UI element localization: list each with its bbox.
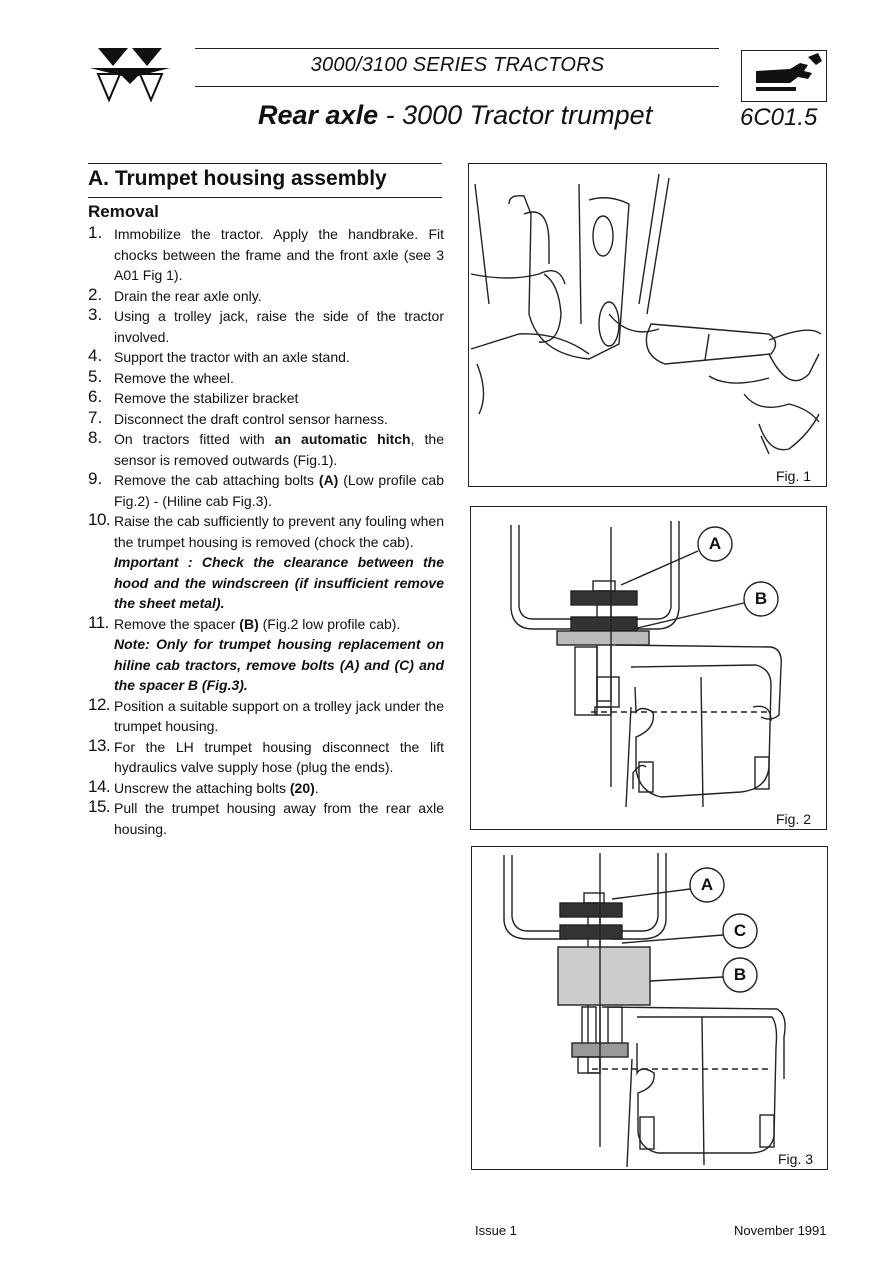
- figure-3-label: Fig. 3: [775, 1151, 817, 1167]
- step-10: 10.Raise the cab sufficiently to prevent…: [88, 510, 444, 550]
- important-note: Important : Check the clearance between …: [114, 554, 444, 611]
- step-9: 9.Remove the cab attaching bolts (A) (Lo…: [88, 469, 444, 509]
- figure-1: Fig. 1: [468, 163, 827, 487]
- hiline-note: Note: Only for trumpet housing replaceme…: [114, 636, 444, 693]
- step-5: 5.Remove the wheel.: [88, 366, 234, 386]
- step-11: 11.Remove the spacer (B) (Fig.2 low prof…: [88, 612, 401, 632]
- step-14: 14.Unscrew the attaching bolts (20).: [88, 776, 319, 796]
- callout-b: B: [733, 965, 747, 984]
- step-12: 12.Position a suitable support on a trol…: [88, 694, 444, 735]
- step-6: 6.Remove the stabilizer bracket: [88, 387, 299, 406]
- wrench-hand-icon: [741, 50, 827, 102]
- step-4: 4.Support the tractor with an axle stand…: [88, 346, 350, 365]
- step-7: 7.Disconnect the draft control sensor ha…: [88, 407, 388, 427]
- footer-date: November 1991: [734, 1223, 827, 1238]
- page-title-rest: - 3000 Tractor trumpet: [378, 100, 653, 130]
- step-15: 15.Pull the trumpet housing away from th…: [88, 797, 444, 837]
- step-3: 3.Using a trolley jack, raise the side o…: [88, 305, 444, 345]
- callout-a: A: [708, 534, 722, 553]
- step-8: 8.On tractors fitted with an automatic h…: [88, 428, 444, 468]
- section-title: A. Trumpet housing assembly: [88, 167, 387, 190]
- step-1: 1.Immobilize the tractor. Apply the hand…: [88, 223, 444, 283]
- section-subtitle: Removal: [88, 202, 159, 221]
- footer-issue: Issue 1: [475, 1223, 517, 1238]
- figure-2: A B Fig. 2: [470, 506, 827, 830]
- figure-2-label: Fig. 2: [773, 811, 815, 827]
- figure-3: A C B Fig. 3: [471, 846, 828, 1170]
- callout-b: B: [754, 589, 768, 608]
- figure-1-label: Fig. 1: [773, 468, 815, 484]
- callout-c: C: [733, 921, 747, 940]
- brand-logo-icon: [88, 44, 172, 104]
- page-title: Rear axle - 3000 Tractor trumpet: [258, 100, 652, 131]
- step-2: 2.Drain the rear axle only.: [88, 284, 262, 304]
- step-13: 13.For the LH trumpet housing disconnect…: [88, 735, 444, 776]
- removal-steps: 1.Immobilize the tractor. Apply the hand…: [88, 223, 444, 839]
- page-code: 6C01.5: [740, 104, 818, 131]
- callout-a: A: [700, 875, 714, 894]
- page-title-bold: Rear axle: [258, 100, 379, 130]
- series-title: 3000/3100 SERIES TRACTORS: [310, 54, 605, 76]
